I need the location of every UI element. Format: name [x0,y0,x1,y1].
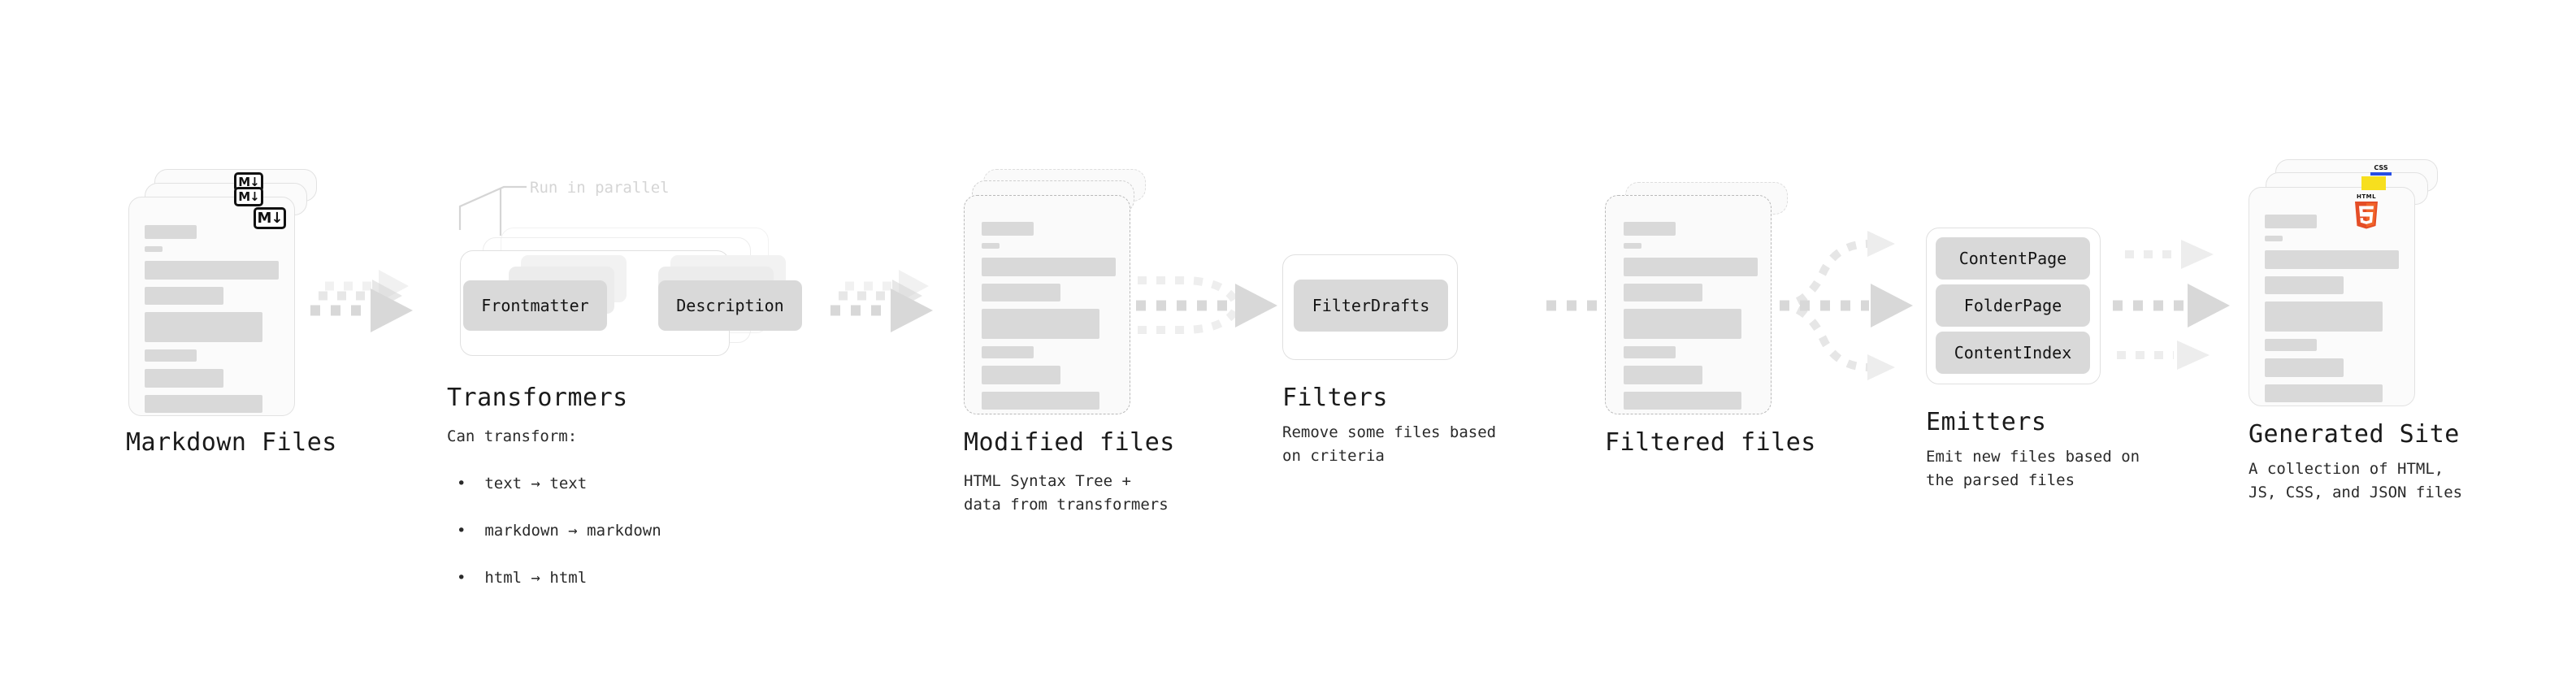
svg-text:HTML: HTML [2357,193,2376,200]
filterdrafts-chip-label: FilterDrafts [1312,296,1430,315]
skeleton-bar [1624,222,1676,236]
markdown-files-title: Markdown Files [126,428,337,457]
generated-site-skeleton [2265,215,2403,410]
connector-emitters-to-site [2113,240,2230,370]
modified-files-desc: HTML Syntax Tree + data from transformer… [964,472,1169,514]
filters-desc: Remove some files based on criteria [1282,423,1497,465]
markdown-icon-mid-label: M↓ [238,189,259,204]
skeleton-bar [145,246,163,252]
contentindex-chip-label: ContentIndex [1954,343,2072,362]
connector-modified-to-filters [1136,276,1277,334]
run-in-parallel-label: Run in parallel [530,179,670,197]
filtered-files-title: Filtered files [1605,428,1816,457]
bullet-label: text → text [484,475,588,492]
markdown-icon-label: M↓ [257,209,284,227]
description-chip-label: Description [676,296,784,315]
transformers-bullet-item: • text → text [457,475,588,492]
skeleton-bar [982,366,1060,384]
skeleton-bar [982,309,1099,339]
skeleton-bar [1624,346,1676,358]
markdown-icon: M↓ [254,207,286,229]
transformers-desc: Can transform: [447,427,578,445]
skeleton-bar [982,346,1034,358]
skeleton-bar [2265,250,2399,269]
markdown-icon-back-label: M↓ [238,174,259,189]
contentpage-chip-label: ContentPage [1958,249,2067,268]
generated-site-desc: A collection of HTML, JS, CSS, and JSON … [2249,460,2463,501]
skeleton-bar [2265,276,2344,294]
skeleton-bar [2265,236,2283,241]
skeleton-bar [1624,284,1702,301]
contentindex-chip[interactable]: ContentIndex [1936,332,2090,374]
folderpage-chip-label: FolderPage [1963,296,2062,315]
description-chip[interactable]: Description [658,280,802,331]
frontmatter-chip[interactable]: Frontmatter [463,280,607,331]
bullet-label: markdown → markdown [484,522,661,540]
skeleton-bar [145,369,223,388]
connector-md-to-transformers [310,270,413,332]
modified-files-title: Modified files [964,428,1175,457]
skeleton-bar [145,225,197,239]
connector-filtered-to-emitters [1779,231,1913,380]
skeleton-bar [2265,215,2317,228]
skeleton-bar [1624,258,1758,276]
skeleton-bar [2265,301,2383,332]
filters-title: Filters [1282,384,1388,412]
skeleton-bar [982,222,1034,236]
html5-icon: HTML [2352,192,2381,229]
skeleton-bar [145,261,279,280]
css-icon: CSS [2369,163,2393,176]
skeleton-bar [1624,243,1641,249]
skeleton-bar [145,395,262,413]
generated-site-title: Generated Site [2249,420,2460,449]
skeleton-bar [2265,339,2317,351]
filterdrafts-chip[interactable]: FilterDrafts [1294,280,1448,332]
markdown-skeleton [145,225,283,420]
transformers-title: Transformers [447,384,628,412]
transformers-bullet-item: • markdown → markdown [457,522,661,540]
skeleton-bar [982,392,1099,410]
transformers-bullet-item: • html → html [457,569,588,587]
svg-text:CSS: CSS [2374,164,2387,171]
bullet-label: html → html [484,569,588,587]
modified-skeleton [982,222,1120,417]
skeleton-bar [145,312,262,342]
contentpage-chip[interactable]: ContentPage [1936,237,2090,280]
frontmatter-chip-label: Frontmatter [481,296,589,315]
skeleton-bar [1624,392,1741,410]
js-icon [2361,176,2386,190]
connector-transformers-to-modified [830,270,933,332]
skeleton-bar [1624,366,1702,384]
markdown-icon-mid: M↓ [234,187,263,206]
emitters-title: Emitters [1926,408,2047,436]
skeleton-bar [2265,384,2383,402]
skeleton-bar [1624,309,1741,339]
folderpage-chip[interactable]: FolderPage [1936,284,2090,327]
filtered-skeleton [1624,222,1762,417]
skeleton-bar [145,349,197,362]
emitters-desc: Emit new files based on the parsed files [1926,448,2140,489]
skeleton-bar [145,287,223,305]
skeleton-bar [2265,358,2344,377]
skeleton-bar [982,243,1000,249]
transformers-bullets: • text → text • markdown → markdown • ht… [457,449,661,614]
skeleton-bar [982,258,1116,276]
skeleton-bar [982,284,1060,301]
